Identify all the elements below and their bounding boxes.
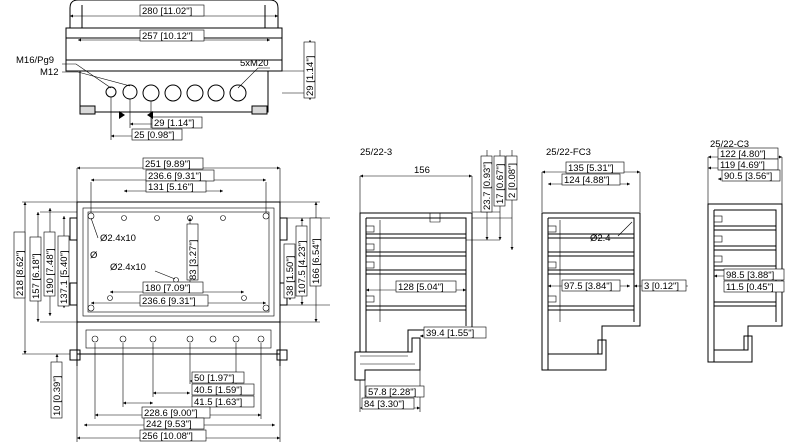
dim-40-5: 40.5 [1.59"] xyxy=(194,385,242,396)
foot-left xyxy=(79,105,96,115)
dim-156: 156 xyxy=(414,165,430,176)
dim-122: 122 [4.80"] xyxy=(720,149,766,160)
hole-m20-3 xyxy=(186,84,204,102)
dim-128: 128 [5.04"] xyxy=(398,282,444,293)
lower-flange xyxy=(76,321,281,355)
hole-m16 xyxy=(122,84,138,100)
dim-3: 3 [0.12"] xyxy=(644,281,679,292)
dim-119: 119 [4.69"] xyxy=(720,160,765,171)
dim-50: 50 [1.97"] xyxy=(194,373,234,384)
dim-218: 218 [8.62"] xyxy=(15,250,26,296)
dim-23-7: 23.7 [0.93"] xyxy=(482,162,493,210)
dim-157: 157 [6.18"] xyxy=(31,253,42,299)
label-5xm20: 5xM20 xyxy=(240,58,269,69)
dim-242: 242 [9.53"] xyxy=(146,419,192,430)
hole-m20-2 xyxy=(164,84,182,102)
dim-257: 257 [10.12"] xyxy=(142,31,193,42)
dim-29-height: 29 [1.14"] xyxy=(305,56,316,96)
section-a-title: 25/22-3 xyxy=(360,147,392,158)
cable-gland-holes xyxy=(105,84,247,102)
dim-83: 83 [3.27"] xyxy=(188,240,199,280)
section-a: 25/22-3 156 128 [5.04"] 39.4 [1.55"] xyxy=(354,147,518,412)
dim-84: 84 [3.30"] xyxy=(364,399,404,410)
section-b: 25/22-FC3 135 [5.31"] 124 [4.88"] Ø2.4 9… xyxy=(541,147,688,371)
label-m16-pg9: M16/Pg9 xyxy=(16,55,54,66)
hole-m20-1 xyxy=(142,84,160,102)
hole-m20-5 xyxy=(229,84,247,102)
dim-228-6: 228.6 [9.00"] xyxy=(144,408,198,419)
dim-236-6-top: 236.6 [9.31"] xyxy=(148,171,202,182)
dim-25-offset: 25 [0.98"] xyxy=(134,130,174,141)
section-c-title: 25/22-C3 xyxy=(710,139,749,150)
label-hole-mid: Ø2.4x10 xyxy=(110,262,146,273)
dim-29-pitch: 29 [1.14"] xyxy=(154,118,194,129)
top-view: 280 [11.02"] 257 [10.12"] M16/Pg9 M12 5x… xyxy=(16,0,316,141)
foot-right xyxy=(251,105,268,115)
dim-2: 2 [0.08"] xyxy=(507,163,518,198)
section-b-title: 25/22-FC3 xyxy=(546,147,591,158)
dim-10: 10 [0.39"] xyxy=(52,376,63,416)
dim-107: 107.5 [4.23"] xyxy=(297,240,308,294)
dim-280: 280 [11.02"] xyxy=(142,6,192,17)
label-hole-top: Ø2.4x10 xyxy=(100,233,136,244)
dim-39-4: 39.4 [1.55"] xyxy=(426,328,474,339)
dim-41-5: 41.5 [1.63"] xyxy=(194,397,242,408)
dim-11-5: 11.5 [0.45"] xyxy=(726,282,774,293)
section-c: 25/22-C3 122 [4.80"] 119 [4.69"] 90.5 [3… xyxy=(707,139,785,363)
dim-137: 137.1 [5.40"] xyxy=(59,250,70,304)
dim-236-6-bottom: 236.6 [9.31"] xyxy=(142,296,196,307)
hole-m12 xyxy=(105,86,117,98)
label-m12: M12 xyxy=(40,67,58,78)
dim-98-5: 98.5 [3.88"] xyxy=(726,270,774,281)
dim-256: 256 [10.08"] xyxy=(142,431,193,442)
dim-38: 38 [1.50"] xyxy=(285,256,296,296)
label-diameter: Ø xyxy=(90,250,98,261)
front-view: 251 [9.89"] 236.6 [9.31"] 131 [5.16"] Ø2… xyxy=(13,157,330,442)
dim-90-5: 90.5 [3.56"] xyxy=(724,171,772,182)
dim-135: 135 [5.31"] xyxy=(568,163,614,174)
dim-190: 190 [7.48"] xyxy=(45,248,56,294)
hole-m20-4 xyxy=(207,84,225,102)
dim-124: 124 [4.88"] xyxy=(564,175,610,186)
dim-17: 17 [0.67"] xyxy=(495,164,506,204)
label-hole-b: Ø2.4 xyxy=(590,233,611,244)
dim-166: 166 [6.54"] xyxy=(311,238,322,284)
dim-131: 131 [5.16"] xyxy=(148,182,194,193)
dim-57-8: 57.8 [2.28"] xyxy=(368,387,416,398)
dim-97-5: 97.5 [3.84"] xyxy=(564,281,612,292)
dim-251: 251 [9.89"] xyxy=(145,159,191,170)
dim-180: 180 [7.09"] xyxy=(145,283,191,294)
